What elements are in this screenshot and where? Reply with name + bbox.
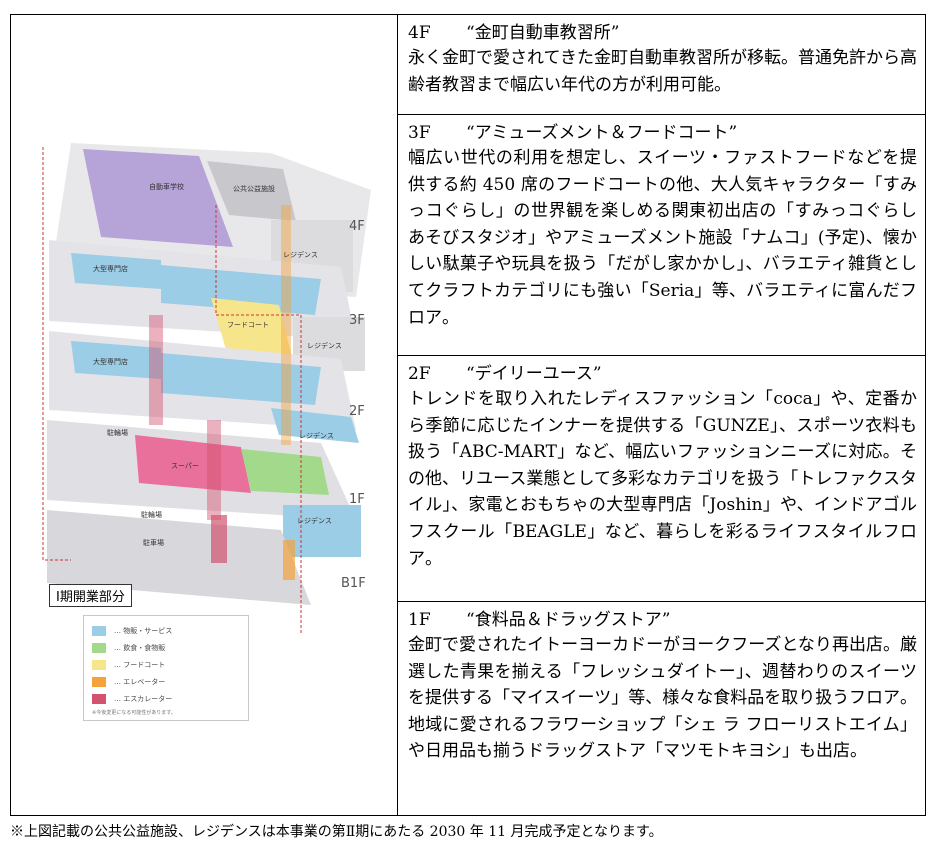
shop-area-3f: [161, 265, 321, 315]
area-label-parking: 駐車場: [143, 538, 164, 547]
floor-description: 金町で愛されたイトーヨーカドーがヨークフーズとなり再出店。厳選した青果を揃える「…: [408, 635, 917, 762]
floor-diagram-cell: 4F 3F 2F 1F B1F 自動車学校 公共公益施設 レジデンス 大型専門店…: [11, 15, 398, 815]
floor-label-4f: 4F: [349, 219, 365, 234]
legend-note: ※今後変更になる可能性があります。: [92, 710, 176, 716]
large-store-area-2f: [71, 341, 161, 379]
legend-item: … 飲食・食物販: [92, 639, 240, 656]
legend-item: … エスカレーター: [92, 690, 240, 707]
elevator-shaft-b1f: [283, 540, 295, 580]
floor-block-4f: 4F “金町自動車教習所” 永く金町で愛されてきた金町自動車教習所が移転。普通免許…: [398, 15, 925, 115]
floor-guide-table: 4F 3F 2F 1F B1F 自動車学校 公共公益施設 レジデンス 大型専門店…: [10, 14, 926, 816]
legend-label: … フードコート: [114, 660, 166, 669]
area-label-residence-2f: レジデンス: [299, 431, 334, 440]
floor-heading: 4F “金町自動車教習所”: [408, 21, 917, 45]
floor-label-2f: 2F: [349, 404, 365, 419]
area-label-residence-3f: レジデンス: [307, 341, 342, 350]
floor-block-2f: 2F “デイリーユース” トレンドを取り入れたレディスファッション「coca」や、…: [398, 356, 925, 602]
legend-swatch-elevator: [92, 676, 106, 687]
floor-number: 2F: [408, 364, 431, 384]
driving-school-area: [83, 149, 233, 247]
diagram-legend: … 物販・サービス … 飲食・食物販 … フードコート … エレベーター … エ…: [83, 615, 249, 721]
legend-item: … エレベーター: [92, 673, 240, 690]
floor-title: “デイリーユース”: [466, 364, 602, 384]
floor-title: “アミューズメント＆フードコート”: [466, 123, 738, 143]
floor-number: 3F: [408, 123, 431, 143]
legend-label: … 飲食・食物販: [114, 643, 166, 652]
floor-label-1f: 1F: [349, 492, 365, 507]
floor-description: 永く金町で愛されてきた金町自動車教習所が移転。普通免許から高齢者教習まで幅広い年…: [408, 48, 917, 95]
phase-outline-right: [215, 205, 302, 635]
phase-label: Ⅰ期開業部分: [49, 584, 132, 607]
food-court-area: [211, 298, 293, 361]
area-label-driving-school: 自動車学校: [149, 182, 184, 191]
shop-east-2f: [271, 408, 359, 443]
shop-area-2f: [161, 353, 321, 405]
floor-b1f-slab: [47, 510, 311, 605]
escalator-shaft-b1f: [211, 515, 227, 563]
floor-diagram: 4F 3F 2F 1F B1F 自動車学校 公共公益施設 レジデンス 大型専門店…: [42, 143, 371, 635]
floor-description: 幅広い世代の利用を想定し、スイーツ・ファストフードなどを提供する約 450 席の…: [408, 148, 917, 328]
large-store-area-3f: [71, 253, 161, 289]
legend-swatch-food: [92, 642, 106, 653]
floor-title: “金町自動車教習所”: [466, 23, 620, 43]
floor-heading: 2F “デイリーユース”: [408, 362, 917, 386]
footnote: ※上図記載の公共公益施設、レジデンスは本事業の第Ⅱ期にあたる 2030 年 11…: [10, 824, 663, 840]
area-label-large-store-2f: 大型専門店: [93, 357, 128, 366]
area-label-food-court: フードコート: [227, 321, 269, 329]
elevator-shaft: [281, 205, 291, 445]
legend-label: … 物販・サービス: [114, 626, 173, 635]
area-label-residence-4f: レジデンス: [283, 250, 318, 259]
food-area-1f: [241, 449, 329, 495]
legend-swatch-food-court: [92, 659, 106, 670]
area-label-residence-1f: レジデンス: [297, 516, 332, 525]
escalator-shaft: [149, 315, 163, 425]
phase-outline: [42, 147, 71, 561]
floor-description-column: 4F “金町自動車教習所” 永く金町で愛されてきた金町自動車教習所が移転。普通免許…: [398, 15, 925, 815]
floor-block-1f: 1F “食料品＆ドラッグストア” 金町で愛されたイトーヨーカドーがヨークフーズとな…: [398, 602, 925, 817]
public-facility-area: [207, 161, 296, 221]
area-label-bicycle-parking-1f: 駐輪場: [107, 428, 128, 437]
escalator-shaft-2: [207, 420, 221, 520]
legend-label: … エスカレーター: [114, 694, 173, 703]
area-label-supermarket: スーパー: [171, 462, 199, 470]
floor-label-3f: 3F: [349, 313, 365, 328]
area-label-public-facility: 公共公益施設: [233, 184, 275, 193]
floor-heading: 1F “食料品＆ドラッグストア”: [408, 608, 917, 632]
legend-swatch-escalator: [92, 693, 106, 704]
floor-description: トレンドを取り入れたレディスファッション「coca」や、定番から季節に応じたイン…: [408, 389, 917, 569]
floor-block-3f: 3F “アミューズメント＆フードコート” 幅広い世代の利用を想定し、スイーツ・ファ…: [398, 115, 925, 356]
floor-heading: 3F “アミューズメント＆フードコート”: [408, 121, 917, 145]
floor-label-b1f: B1F: [341, 576, 366, 591]
area-label-large-store-3f: 大型専門店: [93, 264, 128, 273]
supermarket-area: [135, 435, 251, 493]
legend-item: … フードコート: [92, 656, 240, 673]
legend-label: … エレベーター: [114, 677, 166, 686]
legend-swatch-retail: [92, 625, 106, 636]
area-label-bicycle-parking-b1f: 駐輪場: [141, 510, 162, 519]
legend-item: … 物販・サービス: [92, 622, 240, 639]
floor-number: 1F: [408, 610, 431, 630]
floor-title: “食料品＆ドラッグストア”: [466, 610, 671, 630]
residence-block-1f: [283, 505, 361, 557]
floor-number: 4F: [408, 23, 431, 43]
